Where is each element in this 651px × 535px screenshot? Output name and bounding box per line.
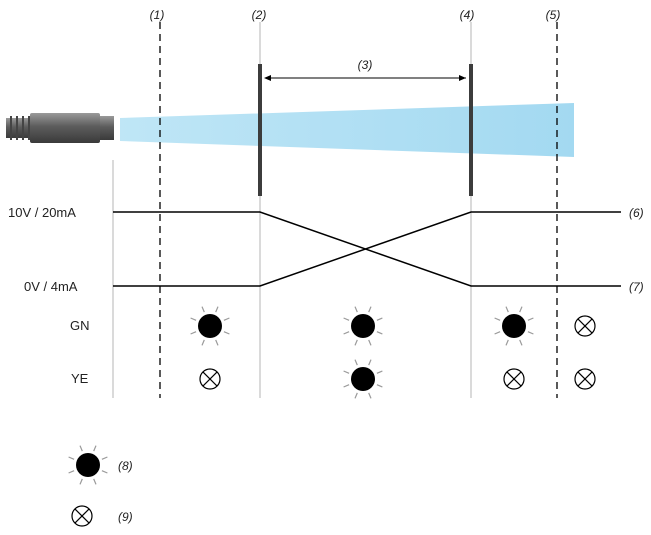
legend-off-ref: (9) xyxy=(118,510,133,524)
output-low-label: 0V / 4mA xyxy=(24,279,78,294)
light-beam xyxy=(120,103,574,157)
target-bar-4 xyxy=(469,64,473,196)
legend-led-off-icon xyxy=(71,505,93,527)
legend-on-ref: (8) xyxy=(118,459,133,473)
output-signal-rising xyxy=(113,211,621,287)
led-indicators: (8) (9) xyxy=(68,306,596,527)
legend-led-on-icon xyxy=(68,445,108,485)
gn-led-on-icon xyxy=(190,306,230,346)
led-gn-label: GN xyxy=(70,318,90,333)
gn-led-on-icon xyxy=(494,306,534,346)
sensor-icon xyxy=(6,113,114,143)
led-ye-label: YE xyxy=(71,371,89,386)
output-high-ref: (6) xyxy=(629,206,644,220)
marker-4: (4) xyxy=(460,8,475,22)
output-low-ref: (7) xyxy=(629,280,644,294)
ye-led-on-icon xyxy=(343,359,383,399)
marker-3: (3) xyxy=(358,58,373,72)
marker-2: (2) xyxy=(252,8,267,22)
marker-5: (5) xyxy=(546,8,561,22)
target-bar-2 xyxy=(258,64,262,196)
ye-led-off-icon xyxy=(574,368,596,390)
output-high-label: 10V / 20mA xyxy=(8,205,76,220)
gn-led-off-icon xyxy=(574,315,596,337)
marker-1: (1) xyxy=(150,8,165,22)
gn-led-on-icon xyxy=(343,306,383,346)
ye-led-off-icon xyxy=(199,368,221,390)
ye-led-off-icon xyxy=(503,368,525,390)
